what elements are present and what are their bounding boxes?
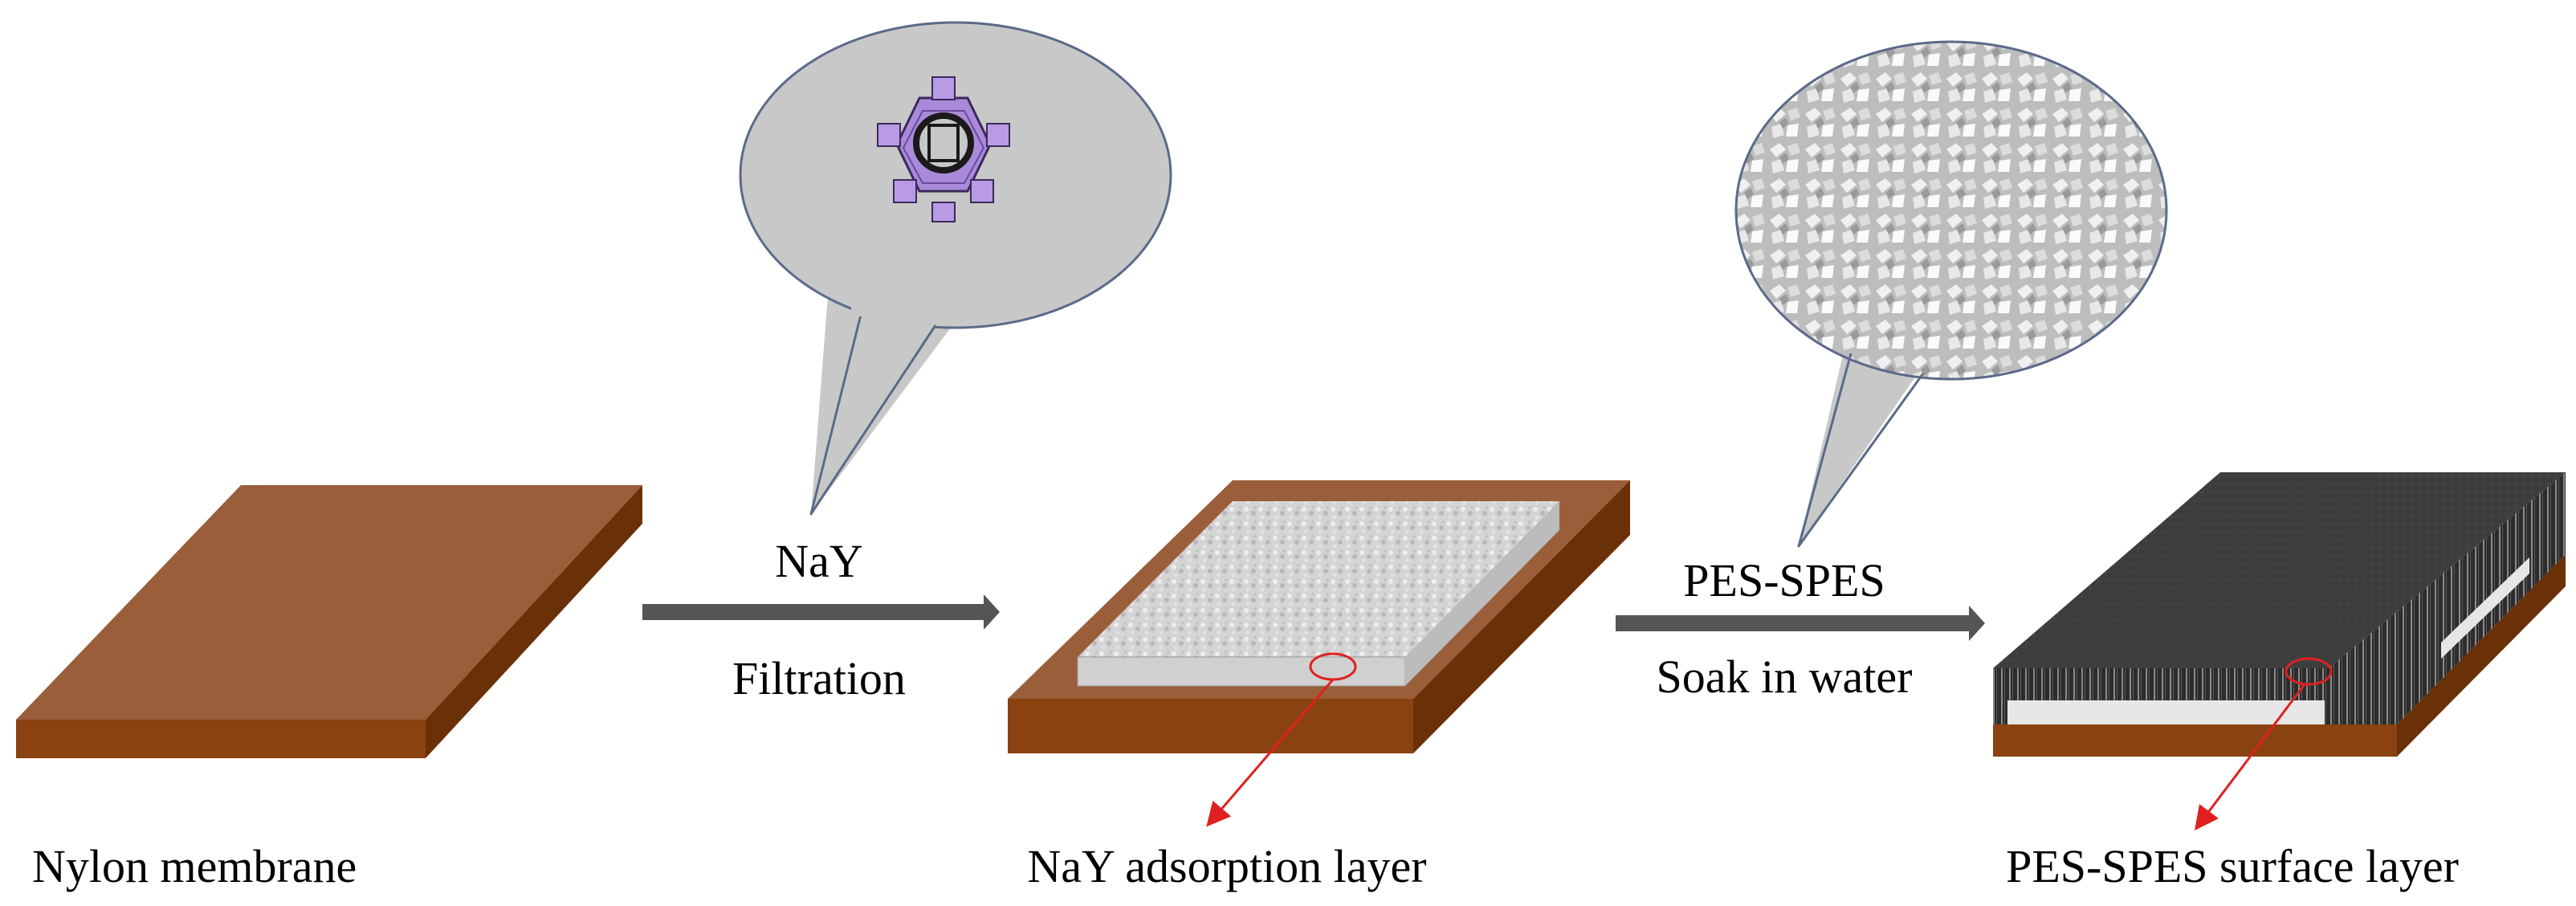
nay-deposit-top	[1078, 501, 1559, 657]
nay-adsorption-layer-label: NaY adsorption layer	[1027, 840, 1426, 892]
nay-deposit-side	[1405, 501, 1559, 686]
nylon-slab-side	[426, 485, 642, 758]
nylon-slab-front	[16, 720, 426, 758]
pes-pointer-arrow	[2194, 684, 2306, 830]
pes-nay-inner-front	[2007, 700, 2325, 724]
nay-deposit-front	[1077, 656, 1406, 687]
nay-slab-front	[1008, 699, 1413, 753]
nylon-membrane-slab	[16, 485, 642, 758]
soak-arrow	[1616, 606, 1985, 641]
zeolite-cage-icon	[877, 76, 1010, 222]
soak-step-label: Soak in water	[1657, 651, 1913, 703]
pes-spes-step-label: PES-SPES	[1683, 554, 1885, 606]
pes-slab-side	[2397, 554, 2566, 757]
nay-layer-slab	[1008, 480, 1630, 753]
pes-nay-inner-side	[2441, 557, 2529, 659]
nay-slab-side	[1413, 480, 1630, 753]
filtration-step-label: Filtration	[732, 652, 906, 704]
pes-slab-front	[1993, 724, 2397, 757]
pes-layer-slab	[1993, 472, 2566, 757]
nay-pointer-arrow	[1206, 679, 1335, 827]
pes-surface-side	[2329, 472, 2566, 724]
nay-step-label: NaY	[775, 535, 863, 587]
filtration-arrow	[642, 594, 1000, 630]
nylon-membrane-label: Nylon membrane	[32, 840, 357, 892]
pes-surface-top	[1993, 472, 2566, 668]
pes-highlight-circle	[2285, 657, 2333, 686]
pes-callout	[1734, 40, 2168, 548]
nylon-slab-top	[16, 485, 642, 720]
pes-spes-surface-layer-label: PES-SPES surface layer	[2006, 840, 2459, 892]
